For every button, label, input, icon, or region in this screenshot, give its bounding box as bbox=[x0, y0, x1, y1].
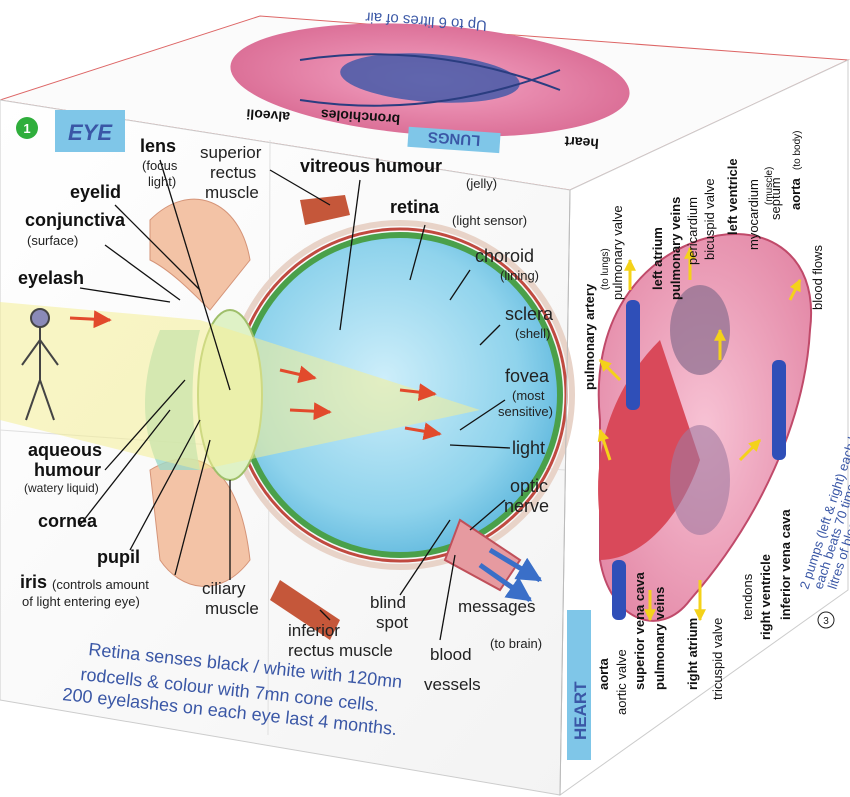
eye-label-superior-2: rectus bbox=[210, 163, 256, 182]
lungs-label-heart: heart bbox=[564, 134, 600, 152]
eye-label-lens-sub-1: (focus bbox=[142, 158, 178, 173]
eye-label-messages-sub: (to brain) bbox=[490, 636, 542, 651]
eye-label-blind-1: blind bbox=[370, 593, 406, 612]
eye-face-number: 1 bbox=[16, 117, 38, 139]
heart-label-to-lungs: (to lungs) bbox=[600, 248, 611, 290]
eye-label-light: light bbox=[512, 438, 545, 458]
eye-label-aqueous-2: humour bbox=[34, 460, 101, 480]
heart-label-myocardium: myocardium bbox=[746, 179, 761, 250]
eye-label-ciliary-2: muscle bbox=[205, 599, 259, 618]
eye-label-inferior-2: rectus muscle bbox=[288, 641, 393, 660]
heart-face-number: 3 bbox=[817, 611, 835, 629]
eye-label-iris-sub-2: of light entering eye) bbox=[22, 594, 140, 609]
eye-label-messages: messages bbox=[458, 597, 535, 616]
eye-label-retina: retina bbox=[390, 197, 440, 217]
eye-label-iris-sub-1: (controls amount bbox=[52, 577, 149, 592]
eye-label-fovea: fovea bbox=[505, 366, 550, 386]
eye-label-ciliary-1: ciliary bbox=[202, 579, 246, 598]
eye-label-aqueous-1: aqueous bbox=[28, 440, 102, 460]
eye-label-blood-2: vessels bbox=[424, 675, 481, 694]
eye-label-lens: lens bbox=[140, 136, 176, 156]
svg-text:1: 1 bbox=[23, 121, 30, 136]
heart-label-pericardium: pericardium bbox=[685, 197, 700, 265]
eye-label-pupil: pupil bbox=[97, 547, 140, 567]
heart-label-to-body: (to body) bbox=[792, 131, 803, 170]
heart-label-pulmonary-veins-2: pulmonary veins bbox=[652, 587, 667, 690]
eye-label-lens-sub-2: light) bbox=[148, 174, 176, 189]
eye-label-eyelid: eyelid bbox=[70, 182, 121, 202]
eye-label-vitreous: vitreous humour bbox=[300, 156, 442, 176]
svg-text:EYE: EYE bbox=[68, 120, 113, 145]
heart-label-right-atrium: right atrium bbox=[685, 618, 700, 690]
eye-label-blood-1: blood bbox=[430, 645, 472, 664]
heart-label-blood-flows: blood flows bbox=[810, 244, 825, 310]
eye-title-tag: EYE bbox=[55, 110, 125, 152]
lungs-label-alveoli: alveoli bbox=[246, 106, 291, 125]
lungs-label-bronchioles: bronchioles bbox=[320, 106, 400, 128]
eye-label-optic-2: nerve bbox=[504, 496, 549, 516]
heart-title-tag: HEART bbox=[567, 610, 591, 760]
heart-label-septum: septum bbox=[768, 177, 783, 220]
front-face-eye: 1 EYE lens (focus light) superior rectus… bbox=[0, 99, 575, 796]
svg-text:LUNGS: LUNGS bbox=[427, 128, 481, 149]
heart-label-inferior-vena-cava: inferior vena cava bbox=[778, 509, 793, 620]
eye-label-eyelash: eyelash bbox=[18, 268, 84, 288]
heart-label-aortic-valve: aortic valve bbox=[614, 649, 629, 715]
heart-label-left-ventricle: left ventricle bbox=[725, 158, 740, 235]
eye-label-superior-1: superior bbox=[200, 143, 262, 162]
eye-label-iris: iris bbox=[20, 572, 47, 592]
heart-label-tricuspid-valve: tricuspid valve bbox=[710, 618, 725, 700]
eye-label-fovea-sub-1: (most bbox=[512, 388, 545, 403]
heart-label-right-ventricle: right ventricle bbox=[758, 554, 773, 640]
eye-label-retina-sub: (light sensor) bbox=[452, 213, 527, 228]
eye-label-sclera-sub: (shell) bbox=[515, 326, 550, 341]
heart-label-pulmonary-valve: pulmonary valve bbox=[610, 205, 625, 300]
eye-label-vitreous-sub: (jelly) bbox=[466, 176, 497, 191]
lungs-title-tag: LUNGS bbox=[407, 126, 501, 154]
eye-label-choroid: choroid bbox=[475, 246, 534, 266]
eye-label-choroid-sub: (lining) bbox=[500, 268, 539, 283]
heart-label-pulmonary-veins: pulmonary veins bbox=[668, 197, 683, 300]
eye-label-superior-3: muscle bbox=[205, 183, 259, 202]
heart-label-aorta-bottom: aorta bbox=[596, 657, 611, 690]
svg-text:3: 3 bbox=[823, 616, 829, 627]
heart-label-pulmonary-artery: pulmonary artery bbox=[582, 283, 597, 390]
eye-label-fovea-sub-2: sensitive) bbox=[498, 404, 553, 419]
eye-label-cornea: cornea bbox=[38, 511, 98, 531]
heart-label-muscle: (muscle) bbox=[764, 167, 775, 205]
eye-label-aqueous-sub: (watery liquid) bbox=[24, 481, 99, 495]
right-face-heart: pulmonary artery (to lungs) pulmonary va… bbox=[559, 59, 850, 796]
top-face-lungs: bronchioles alveoli heart ribs Up to 6 l… bbox=[0, 8, 850, 191]
eye-label-conjunctiva: conjunctiva bbox=[25, 210, 126, 230]
svg-text:HEART: HEART bbox=[571, 681, 590, 740]
eye-label-conjunctiva-sub: (surface) bbox=[27, 233, 78, 248]
heart-label-left-atrium: left atrium bbox=[650, 227, 665, 290]
eye-label-optic-1: optic bbox=[510, 476, 548, 496]
heart-label-bicuspid-valve: bicuspid valve bbox=[702, 178, 717, 260]
eye-label-sclera: sclera bbox=[505, 304, 554, 324]
heart-label-aorta-top: aorta bbox=[788, 177, 803, 210]
heart-label-superior-vena-cava: superior vena cava bbox=[632, 571, 647, 690]
heart-label-tendons: tendons bbox=[740, 573, 755, 620]
stick-figure-icon bbox=[21, 308, 59, 421]
eye-label-inferior-1: inferior bbox=[288, 621, 340, 640]
eye-label-blind-2: spot bbox=[376, 613, 408, 632]
